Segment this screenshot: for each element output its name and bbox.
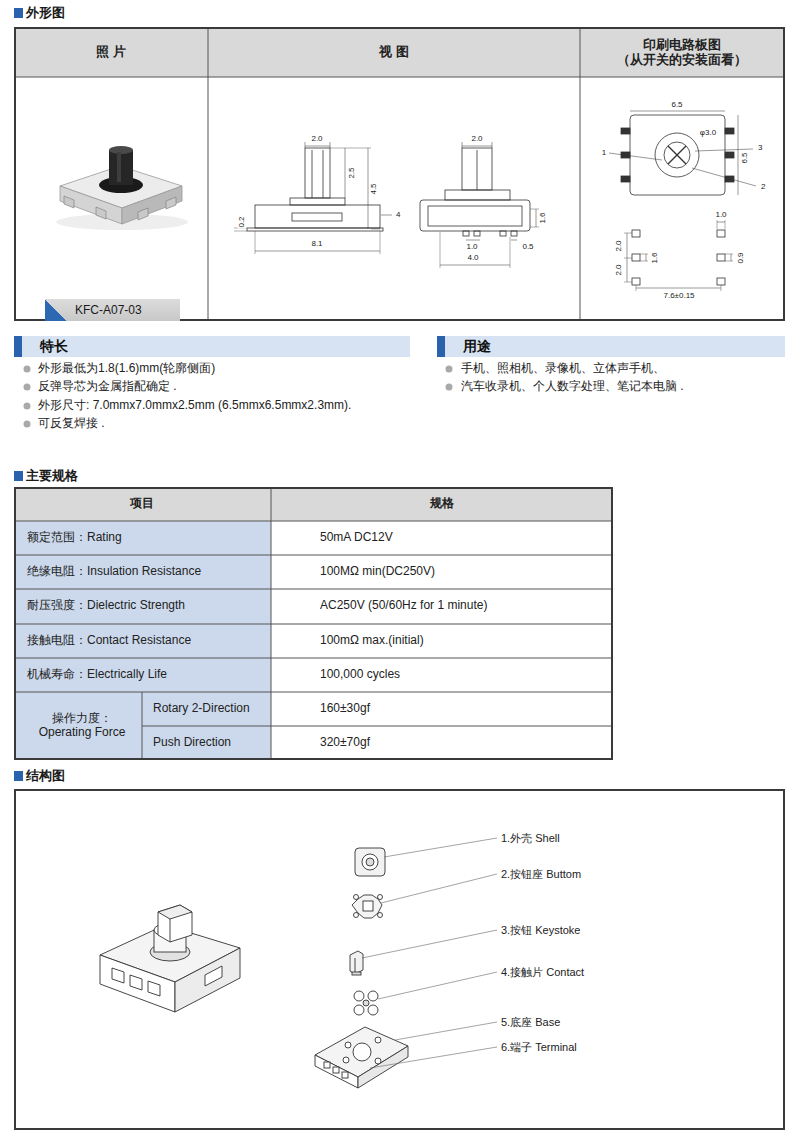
section-heading: 用途 (463, 338, 491, 355)
heading-mark (14, 471, 23, 481)
outline-table-grid (15, 28, 784, 320)
dimension-label: 1.6 (538, 211, 547, 224)
table-header: 规格 (430, 497, 454, 511)
feature-item: 反弹导芯为金属指配确定 . (38, 380, 177, 394)
heading-mark (14, 771, 23, 781)
dimension-label: 6.5 (740, 151, 749, 164)
table-cell: 操作力度： Operating Force (27, 712, 137, 740)
table-header: 项目 (130, 497, 154, 511)
callout-number: 4 (395, 210, 401, 219)
table-cell: 接触电阻：Contact Resistance (27, 634, 191, 648)
section-heading: 主要规格 (26, 468, 78, 484)
spec-table-grid (15, 488, 612, 759)
part-number: KFC-A07-03 (75, 302, 142, 318)
pcb-top-view (609, 111, 756, 195)
switch-photo (56, 146, 188, 230)
dimension-label: 4.5 (369, 182, 378, 195)
table-cell: 50mA DC12V (320, 531, 393, 545)
dimension-label: 0.9 (736, 251, 745, 264)
table-cell: Push Direction (153, 736, 231, 750)
section-band: 特长 (14, 336, 410, 357)
callout-number: 3 (757, 143, 763, 152)
part-name: 2.按钮座 Buttom (501, 868, 581, 881)
dimension-label: 7.6±0.15 (662, 291, 695, 300)
section-frame: 外形图KFC-A07-03 (14, 27, 785, 321)
table-cell: 绝缘电阻：Insulation Resistance (27, 565, 201, 579)
exploded-parts (315, 848, 408, 1088)
part-name: 6.端子 Terminal (501, 1041, 577, 1054)
side-view (234, 142, 392, 254)
heading-mark (14, 8, 23, 18)
dimension-label: 2.0 (470, 134, 483, 143)
leader-line (362, 838, 497, 1068)
table-cell: 160±30gf (320, 702, 370, 716)
front-view (420, 142, 539, 268)
assembled-switch (100, 905, 240, 1012)
usage-item: 手机、照相机、录像机、立体声手机、 (461, 362, 665, 376)
section-frame: 结构图 (14, 789, 785, 1130)
column-header: 照 片 (96, 45, 126, 60)
table-cell: 额定范围：Rating (27, 531, 122, 545)
dimension-label: 1.0 (465, 242, 478, 251)
table-cell: 100MΩ min(DC250V) (320, 565, 435, 579)
callout-number: 2 (760, 182, 766, 191)
feature-item: 外形最低为1.8(1.6)mm(轮廓侧面) (38, 362, 215, 376)
dimension-label: φ3.0 (699, 128, 717, 137)
dimension-label: 2.0 (614, 263, 623, 276)
dimension-label: 2.0 (310, 134, 323, 143)
table-cell: AC250V (50/60Hz for 1 minute) (320, 599, 487, 613)
feature-item: 可反复焊接 . (38, 417, 105, 431)
dimension-label: 4.0 (466, 253, 479, 262)
table-cell: 320±70gf (320, 736, 370, 750)
part-name: 5.底座 Base (501, 1016, 560, 1029)
feature-item: 外形尺寸: 7.0mmx7.0mmx2.5mm (6.5mmx6.5mmx2.3… (38, 399, 351, 413)
dimension-label: 8.1 (310, 239, 323, 248)
section-heading: 结构图 (26, 768, 65, 784)
dimension-label: 6.5 (670, 100, 683, 109)
table-cell: 100mΩ max.(initial) (320, 634, 424, 648)
dimension-label: 1.0 (714, 210, 727, 219)
dimension-label: 2.0 (614, 239, 623, 252)
part-name: 1.外壳 Shell (501, 832, 560, 845)
dimension-label: 1.6 (650, 251, 659, 264)
column-header: 印刷电路板图 （从开关的安装面看） (607, 38, 757, 68)
column-header: 视 图 (379, 45, 409, 60)
callout-number: 1 (601, 148, 607, 157)
dimension-label: 0.5 (521, 242, 534, 251)
section-band: 用途 (437, 336, 785, 357)
table-cell: 耐压强度：Dielectric Strength (27, 599, 185, 613)
part-name: 4.接触片 Contact (501, 966, 584, 979)
section-heading: 外形图 (26, 5, 65, 21)
part-name: 3.按钮 Keystoke (501, 924, 580, 937)
table-cell: 100,000 cycles (320, 668, 400, 682)
table-cell: 机械寿命：Electrically Life (27, 668, 167, 682)
pcb-pad-pattern (624, 220, 733, 291)
table-cell: Rotary 2-Direction (153, 702, 250, 716)
part-number-tab: KFC-A07-03 (45, 299, 180, 321)
dimension-label: 0.2 (237, 215, 246, 228)
usage-item: 汽车收录机、个人数字处理、笔记本电脑 . (461, 380, 684, 394)
dimension-label: 2.5 (347, 166, 356, 179)
section-heading: 特长 (40, 338, 68, 355)
